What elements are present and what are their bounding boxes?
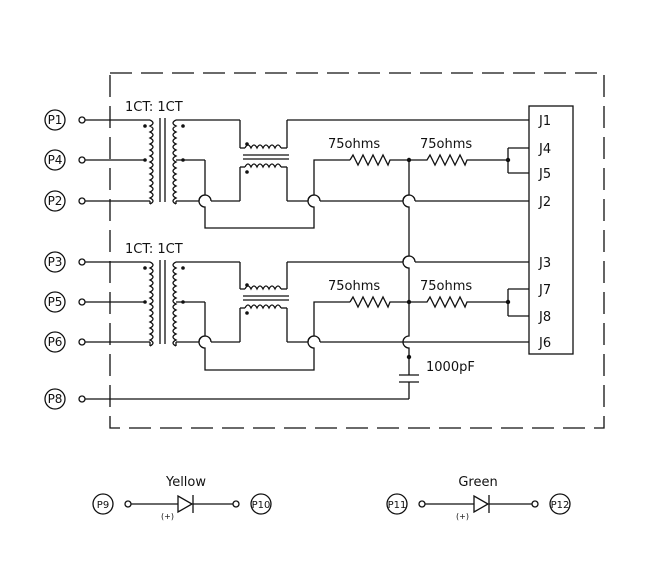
led-green: Green P11 P12 (+) xyxy=(386,475,571,521)
wiring-lower xyxy=(85,255,529,371)
isolation-transformer-lower xyxy=(143,260,185,347)
jack-pin-j3: J3 xyxy=(538,256,551,271)
jack-pin-j5: J5 xyxy=(538,167,551,182)
termination-bus xyxy=(402,160,412,375)
transformer-ratio-label-upper: 1CT: 1CT xyxy=(125,100,183,115)
isolation-transformer-upper xyxy=(143,118,185,205)
pin-p8: P8 xyxy=(44,388,86,410)
pin-p2: P2 xyxy=(44,190,86,212)
svg-text:(+): (+) xyxy=(161,512,174,521)
common-mode-choke-lower xyxy=(243,283,289,315)
svg-text:P11: P11 xyxy=(388,500,407,511)
svg-text:P2: P2 xyxy=(48,194,63,208)
diode-icon xyxy=(473,494,490,514)
svg-text:P4: P4 xyxy=(48,153,63,167)
capacitor-label: 1000pF xyxy=(426,360,475,375)
pin-p3: P3 xyxy=(44,251,86,273)
pin-p6: P6 xyxy=(44,331,86,353)
jack-pin-j1: J1 xyxy=(538,114,551,129)
diode-icon xyxy=(177,494,194,514)
jack-pin-j8: J8 xyxy=(538,310,551,325)
resistor-label-lower-right: 75ohms xyxy=(420,279,472,294)
module-enclosure xyxy=(109,72,605,429)
led-color-label: Green xyxy=(458,475,497,490)
jack-pin-j4: J4 xyxy=(538,142,551,157)
jack-pin-j2: J2 xyxy=(538,195,551,210)
svg-text:P12: P12 xyxy=(551,500,570,511)
transformer-ratio-label-lower: 1CT: 1CT xyxy=(125,242,183,257)
wiring-upper xyxy=(85,119,529,229)
svg-text:P8: P8 xyxy=(48,392,63,406)
svg-text:P3: P3 xyxy=(48,255,63,269)
svg-text:(+): (+) xyxy=(456,512,469,521)
resistor-label-lower-left: 75ohms xyxy=(328,279,380,294)
rj45-connector xyxy=(528,105,574,355)
resistor-label-upper-left: 75ohms xyxy=(328,137,380,152)
svg-text:P6: P6 xyxy=(48,335,63,349)
jack-pin-j7: J7 xyxy=(538,283,551,298)
jack-pin-j6: J6 xyxy=(538,336,551,351)
pin-p5: P5 xyxy=(44,291,86,313)
led-yellow: Yellow P9 P10 (+) xyxy=(92,475,272,521)
svg-text:P1: P1 xyxy=(48,113,63,127)
pin-p4: P4 xyxy=(44,149,86,171)
svg-text:P10: P10 xyxy=(252,500,271,511)
capacitor-1000pf xyxy=(85,374,419,400)
led-color-label: Yellow xyxy=(165,475,206,490)
svg-text:P5: P5 xyxy=(48,295,63,309)
resistor-label-upper-right: 75ohms xyxy=(420,137,472,152)
svg-text:P9: P9 xyxy=(97,500,109,511)
pin-p1: P1 xyxy=(44,109,86,131)
common-mode-choke-upper xyxy=(243,142,289,174)
